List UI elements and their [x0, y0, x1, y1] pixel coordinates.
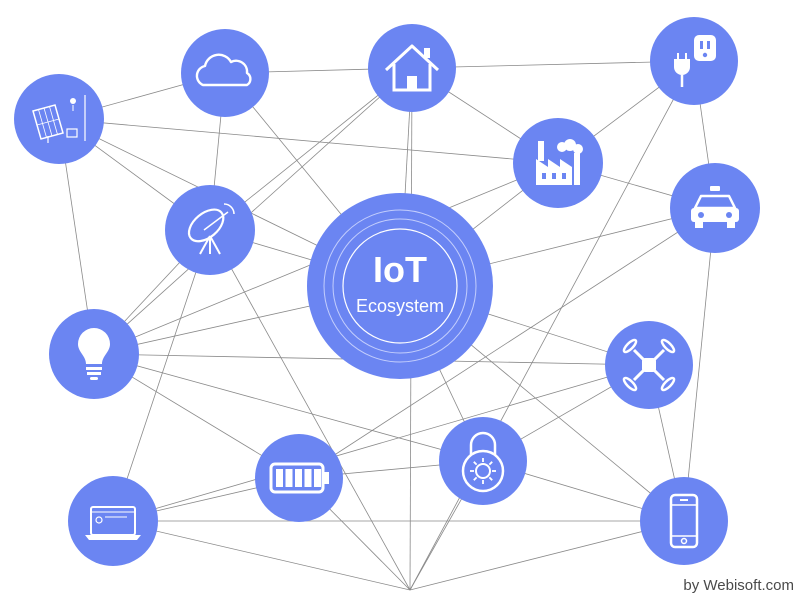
node-bulb [49, 309, 139, 399]
edge-car-phone [683, 207, 716, 522]
edge-home-plug [411, 60, 695, 69]
node-plug-circle [650, 17, 738, 105]
edge-drone-laptop [112, 364, 650, 522]
battery-icon [269, 462, 329, 494]
hub-ring-middle [332, 218, 468, 354]
node-car [670, 163, 760, 253]
edge-plug-bottom [409, 60, 695, 591]
edge-laptop-bottom [112, 520, 411, 591]
edge-car-battery [298, 207, 716, 479]
smartphone-icon [669, 493, 699, 549]
node-plug [650, 17, 738, 105]
hub-subtitle: Ecosystem [356, 296, 444, 316]
cloud-icon [195, 53, 252, 87]
node-laptop-circle [68, 476, 158, 566]
smart-lock-icon [461, 431, 505, 493]
node-cloud-circle [181, 29, 269, 117]
solar-panel-icon [32, 95, 86, 143]
edge-phone-bottom [409, 520, 685, 591]
hub-ring-inner [342, 228, 458, 344]
node-factory-circle [513, 118, 603, 208]
drone-icon [622, 338, 676, 392]
node-dish-circle [165, 185, 255, 275]
light-bulb-icon [78, 328, 110, 380]
node-cloud [181, 29, 269, 117]
home-icon [384, 44, 440, 92]
satellite-dish-icon [187, 203, 235, 255]
hub-circle [307, 193, 493, 379]
laptop-icon [85, 506, 141, 540]
node-phone-circle [640, 477, 728, 565]
edge-solar-factory [58, 118, 559, 164]
node-solar [14, 74, 104, 164]
edge-home-bulb [93, 67, 413, 355]
node-home [368, 24, 456, 112]
node-drone [605, 321, 693, 409]
hub-ring-outer [323, 209, 477, 363]
node-factory [513, 118, 603, 208]
car-icon [691, 186, 739, 228]
iot-hub-node: IoT Ecosystem [307, 193, 493, 379]
node-phone [640, 477, 728, 565]
edge-dish-laptop [112, 229, 211, 522]
node-laptop [68, 476, 158, 566]
node-lock [439, 417, 527, 505]
plug-socket-icon [674, 35, 716, 87]
node-dish [165, 185, 255, 275]
credit-text: by Webisoft.com [683, 577, 794, 594]
edge-bulb-lock [93, 353, 484, 462]
edge-dish-bottom [209, 229, 411, 591]
node-home-circle [368, 24, 456, 112]
device-nodes [14, 17, 760, 566]
hub-title: IoT [373, 249, 427, 290]
factory-icon [536, 139, 583, 185]
node-battery [255, 434, 343, 522]
